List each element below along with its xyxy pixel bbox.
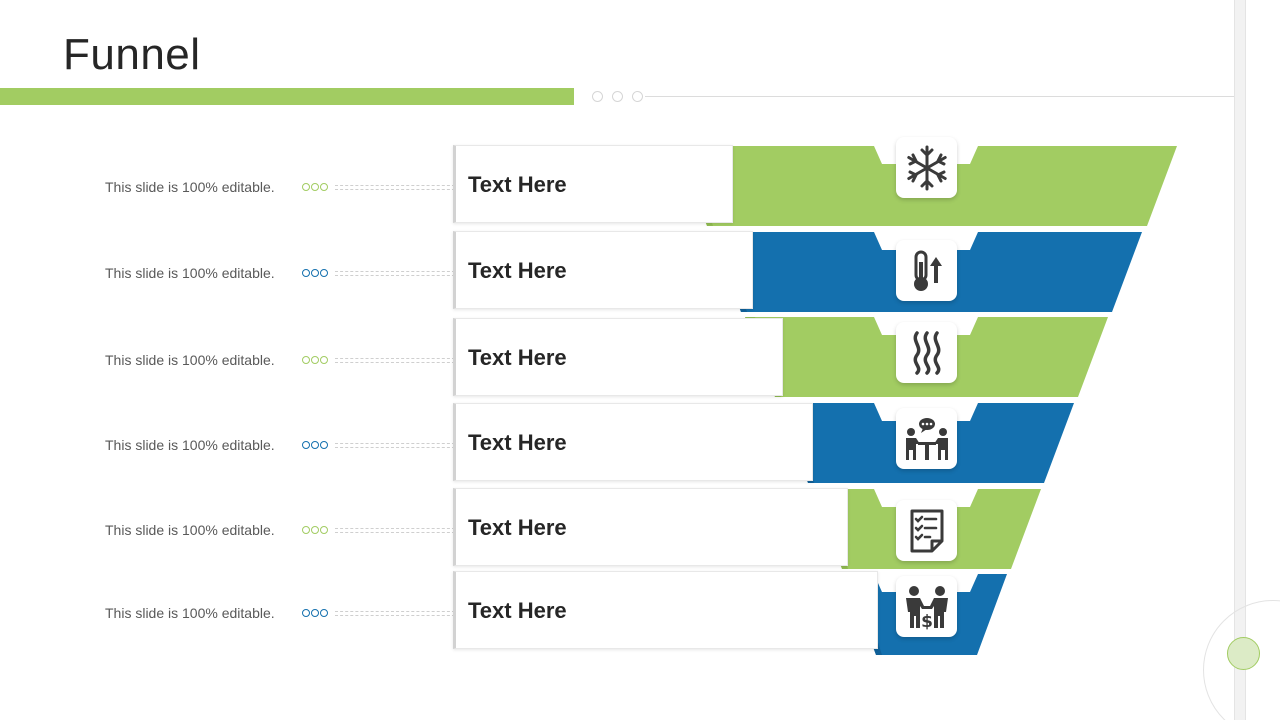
title-dot xyxy=(632,91,643,102)
title-accent-bar xyxy=(0,88,574,105)
decorative-dot xyxy=(1227,637,1260,670)
page-title: Funnel xyxy=(63,30,201,79)
icon-tile xyxy=(896,240,957,301)
icon-tile: $ xyxy=(896,576,957,637)
stage-connector-dots xyxy=(302,183,334,193)
stage-label: Text Here xyxy=(468,515,567,540)
stage-connector-line xyxy=(335,358,455,363)
stage-description: This slide is 100% editable. xyxy=(105,522,275,538)
icon-tile xyxy=(896,137,957,198)
stage-label: Text Here xyxy=(468,172,567,197)
icon-tile xyxy=(896,408,957,469)
stage-card xyxy=(453,571,878,649)
stage-description: This slide is 100% editable. xyxy=(105,179,275,195)
stage-connector-dots xyxy=(302,356,334,366)
stage-connector-line xyxy=(335,443,455,448)
stage-connector-dots xyxy=(302,269,334,279)
svg-text:$: $ xyxy=(921,612,933,631)
stage-card xyxy=(453,403,813,481)
stage-connector-line xyxy=(335,611,455,616)
stage-description: This slide is 100% editable. xyxy=(105,437,275,453)
business-deal-icon: $ xyxy=(905,585,948,631)
snowflake-icon xyxy=(906,145,947,190)
stage-label: Text Here xyxy=(468,598,567,623)
stage-description: This slide is 100% editable. xyxy=(105,265,275,281)
stage-card xyxy=(453,488,848,566)
icon-tile xyxy=(896,322,957,383)
stage-card xyxy=(453,145,733,223)
meeting-icon xyxy=(905,417,948,460)
stage-card xyxy=(453,231,753,309)
stage-label: Text Here xyxy=(468,345,567,370)
heat-waves-icon xyxy=(913,330,940,375)
icon-tile xyxy=(896,500,957,561)
thermometer-up-icon xyxy=(913,250,942,291)
stage-description: This slide is 100% editable. xyxy=(105,605,275,621)
title-dot xyxy=(612,91,623,102)
title-dot xyxy=(592,91,603,102)
stage-label: Text Here xyxy=(468,430,567,455)
stage-card xyxy=(453,318,783,396)
stage-label: Text Here xyxy=(468,258,567,283)
stage-connector-line xyxy=(335,185,455,190)
title-divider-line xyxy=(645,96,1235,97)
right-decorative-strip xyxy=(1234,0,1246,720)
checklist-icon xyxy=(910,509,943,552)
stage-description: This slide is 100% editable. xyxy=(105,352,275,368)
stage-connector-line xyxy=(335,528,455,533)
stage-connector-dots xyxy=(302,441,334,451)
stage-connector-dots xyxy=(302,526,334,536)
stage-connector-dots xyxy=(302,609,334,619)
stage-connector-line xyxy=(335,271,455,276)
